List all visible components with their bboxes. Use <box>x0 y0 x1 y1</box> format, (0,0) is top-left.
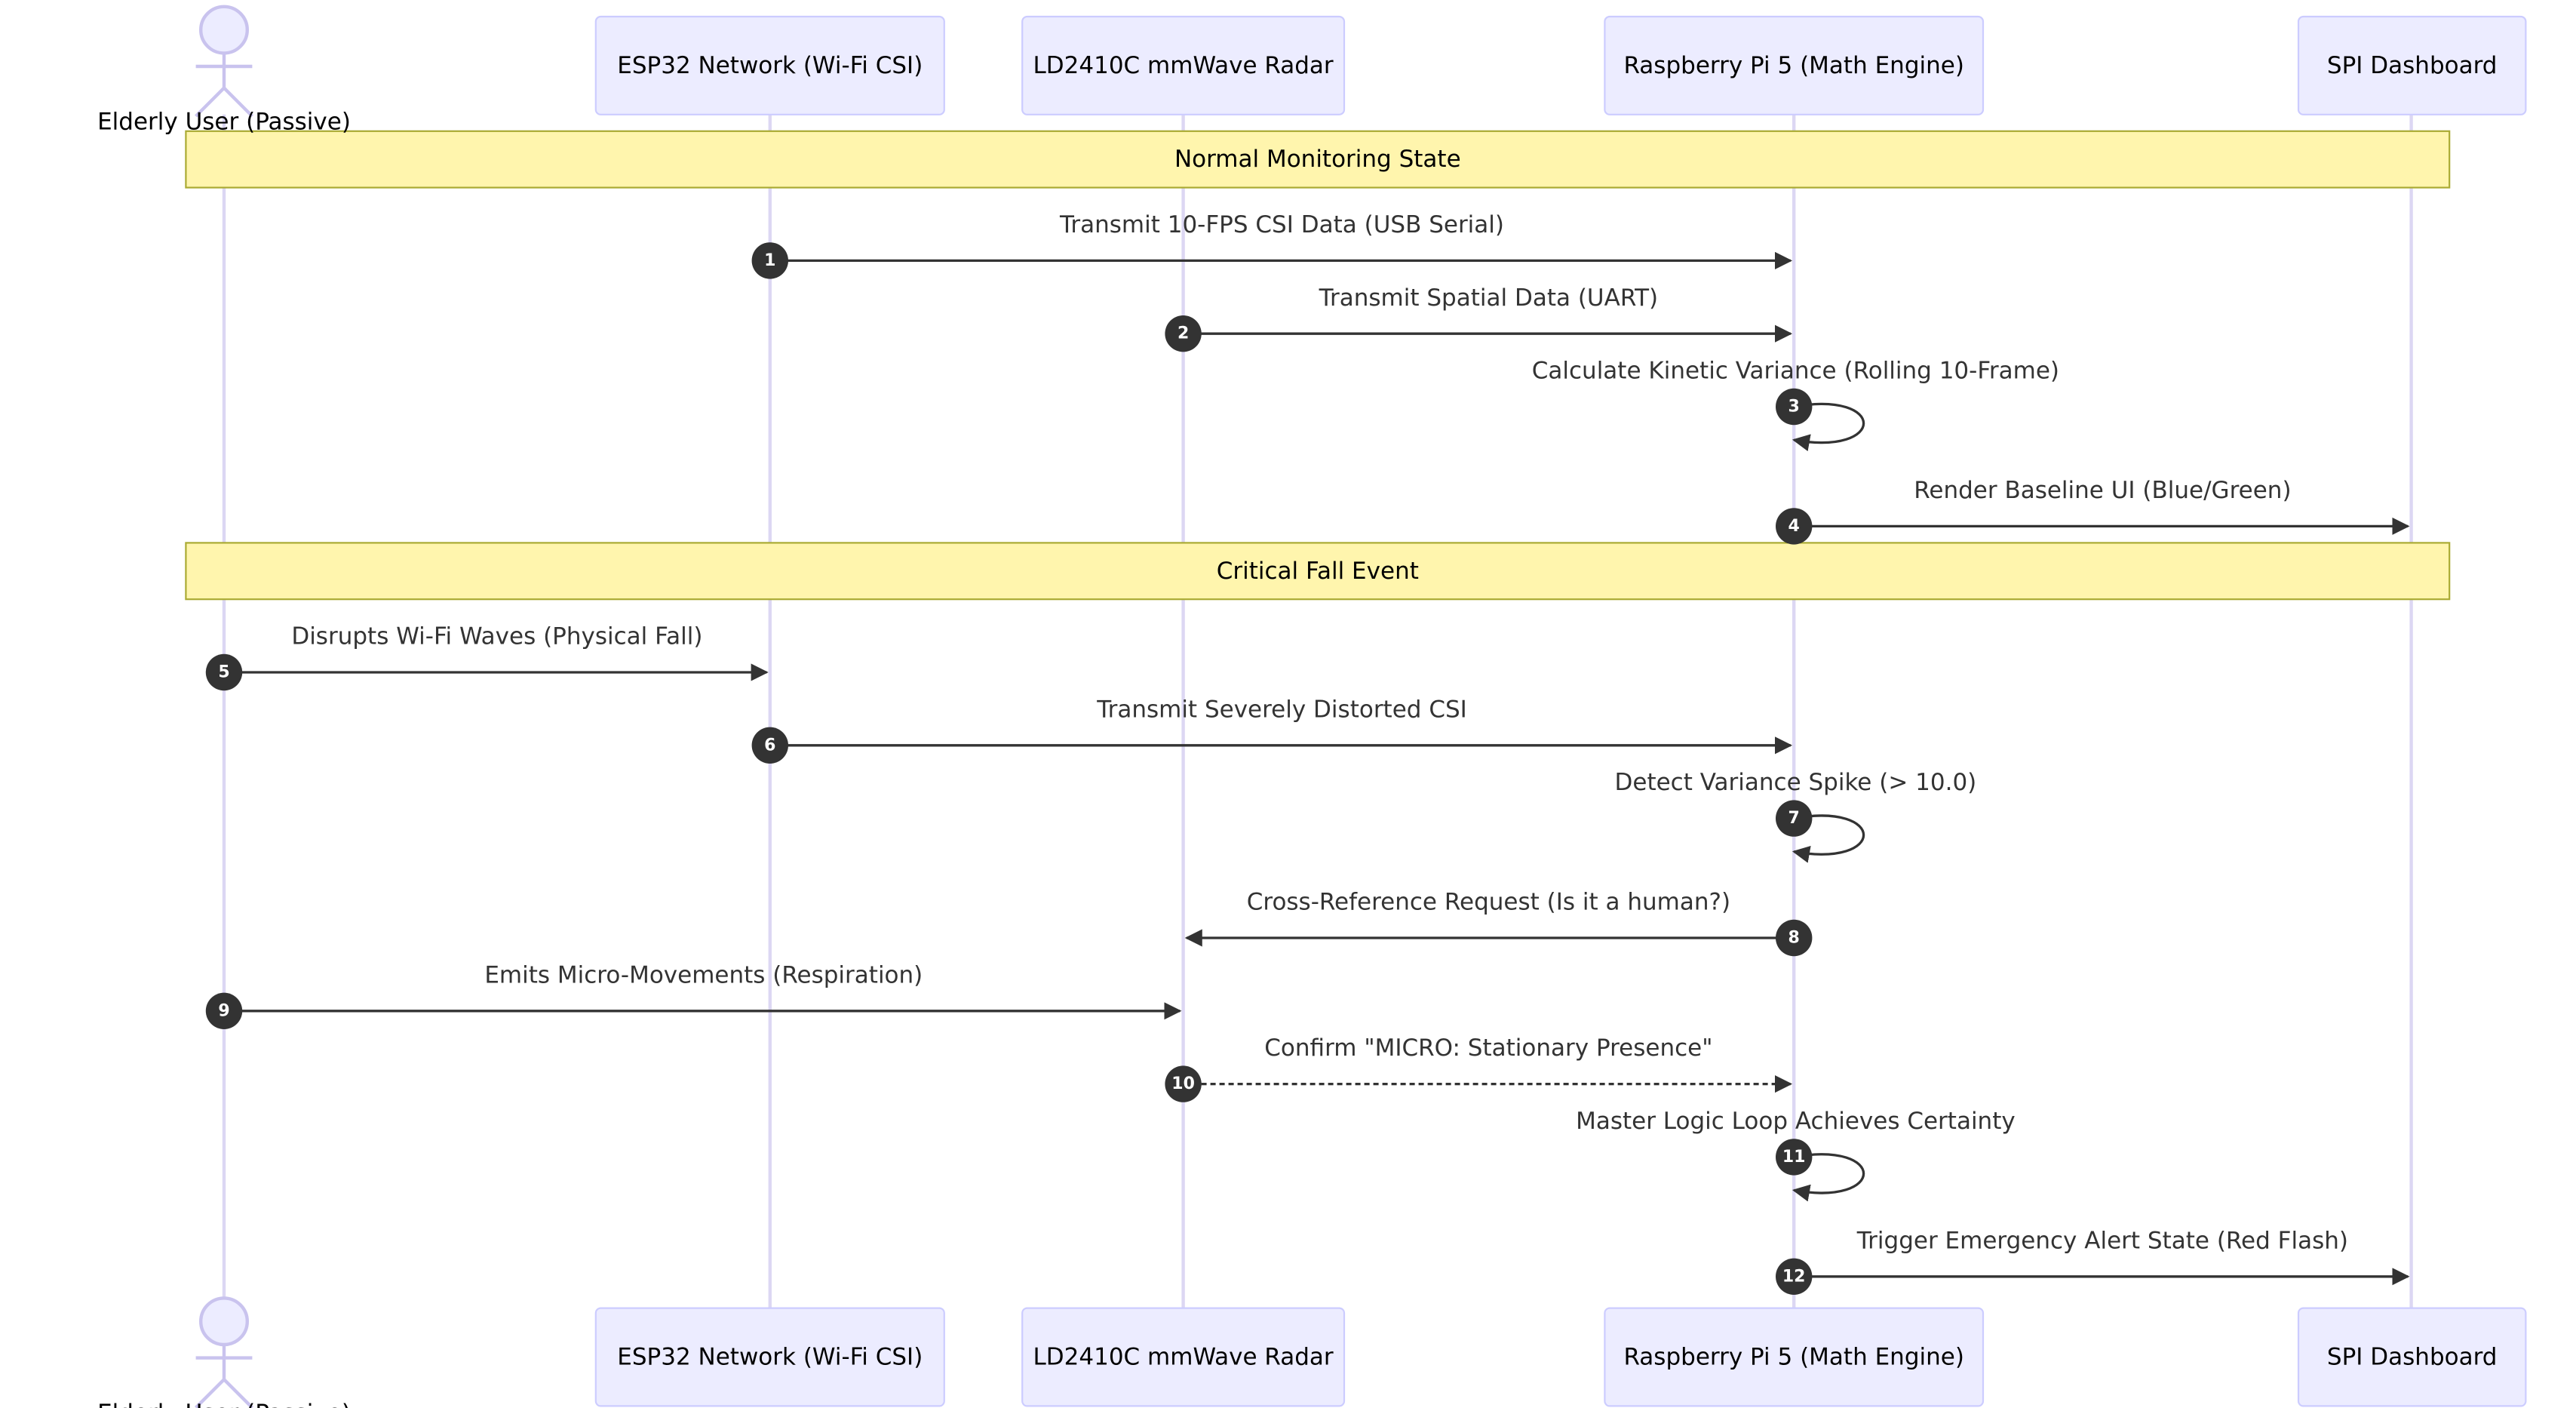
sequence-number: 6 <box>764 736 775 755</box>
sequence-badge <box>1776 388 1813 426</box>
message-7: Detect Variance Spike (> 10.0) 7 <box>1615 769 1977 863</box>
participant-label: Raspberry Pi 5 (Math Engine) <box>1623 52 1963 79</box>
participant-box <box>1604 1307 1985 1407</box>
sequence-number: 10 <box>1171 1074 1195 1093</box>
participant-box <box>2297 15 2527 115</box>
message-label: Transmit 10-FPS CSI Data (USB Serial) <box>1059 211 1504 238</box>
actor-head <box>199 5 250 55</box>
sequence-number: 3 <box>1788 398 1800 417</box>
message-6: Transmit Severely Distorted CSI 6 <box>751 696 1793 764</box>
sequence-number: 9 <box>218 1001 229 1020</box>
message-label: Transmit Severely Distorted CSI <box>1096 696 1467 723</box>
message-label: Detect Variance Spike (> 10.0) <box>1615 769 1977 796</box>
message-label: Transmit Spatial Data (UART) <box>1319 284 1659 312</box>
participant-pi-bottom: Raspberry Pi 5 (Math Engine) <box>1604 1307 1985 1407</box>
sequence-badge <box>1776 508 1813 545</box>
message-label: Calculate Kinetic Variance (Rolling 10-F… <box>1532 358 2059 385</box>
sequence-badge <box>751 727 788 764</box>
sequence-badge <box>205 992 243 1030</box>
sequence-badge <box>1165 1065 1202 1102</box>
participant-box <box>1021 15 1346 115</box>
participant-user-bottom: Elderly User (Passive) <box>97 1296 351 1408</box>
lifelines-layer <box>222 114 2413 1308</box>
actor-label: Elderly User (Passive) <box>97 109 351 136</box>
participant-box <box>1604 15 1985 115</box>
sequence-badge <box>751 242 788 279</box>
message-label: Emits Micro-Movements (Respiration) <box>484 961 923 988</box>
sequence-number: 1 <box>764 251 775 270</box>
message-arrow <box>1792 1153 1865 1202</box>
note-box <box>185 130 2451 189</box>
note-box <box>185 542 2451 601</box>
participants-layer: Elderly User (Passive) ESP32 Network (Wi-… <box>97 5 2527 1408</box>
participant-dash-bottom: SPI Dashboard <box>2297 1307 2527 1407</box>
message-label: Disrupts Wi-Fi Waves (Physical Fall) <box>291 623 702 650</box>
message-label: Trigger Emergency Alert State (Red Flash… <box>1856 1227 2348 1254</box>
participant-box <box>2297 1307 2527 1407</box>
participant-esp32-top: ESP32 Network (Wi-Fi CSI) <box>594 15 945 115</box>
participant-label: ESP32 Network (Wi-Fi CSI) <box>617 52 923 79</box>
message-8: Cross-Reference Request (Is it a human?)… <box>1184 889 1813 957</box>
actor-leg-right <box>223 1378 253 1408</box>
message-9: Emits Micro-Movements (Respiration) 9 <box>205 961 1182 1030</box>
note-1: Normal Monitoring State <box>185 130 2451 189</box>
participant-label: SPI Dashboard <box>2327 52 2498 79</box>
sequence-badge <box>1776 1139 1813 1176</box>
messages-layer: Transmit 10-FPS CSI Data (USB Serial)1Tr… <box>205 211 2410 1296</box>
participant-label: SPI Dashboard <box>2327 1344 2498 1371</box>
sequence-number: 12 <box>1782 1267 1806 1286</box>
sequence-number: 2 <box>1177 324 1189 343</box>
participant-user-top: Elderly User (Passive) <box>97 5 351 136</box>
sequence-number: 5 <box>218 663 229 682</box>
actor-leg-left <box>195 1378 226 1408</box>
message-5: Disrupts Wi-Fi Waves (Physical Fall) 5 <box>205 623 769 691</box>
participant-esp32-bottom: ESP32 Network (Wi-Fi CSI) <box>594 1307 945 1407</box>
note-text: Critical Fall Event <box>1217 558 1419 585</box>
message-2: Transmit Spatial Data (UART) 2 <box>1165 284 1793 352</box>
sequence-number: 11 <box>1782 1148 1806 1167</box>
message-11: Master Logic Loop Achieves Certainty 11 <box>1576 1108 2016 1202</box>
participant-radar-bottom: LD2410C mmWave Radar <box>1021 1307 1346 1407</box>
sequence-number: 4 <box>1788 517 1800 536</box>
message-label: Cross-Reference Request (Is it a human?) <box>1247 889 1730 916</box>
participant-radar-top: LD2410C mmWave Radar <box>1021 15 1346 115</box>
participant-label: ESP32 Network (Wi-Fi CSI) <box>617 1344 923 1371</box>
actor-leg-right <box>223 87 253 118</box>
participant-pi-top: Raspberry Pi 5 (Math Engine) <box>1604 15 1985 115</box>
sequence-number: 8 <box>1788 929 1800 948</box>
message-label: Confirm "MICRO: Stationary Presence" <box>1264 1034 1712 1062</box>
participant-dash-top: SPI Dashboard <box>2297 15 2527 115</box>
message-label: Master Logic Loop Achieves Certainty <box>1576 1108 2016 1135</box>
note-2: Critical Fall Event <box>185 542 2451 601</box>
note-text: Normal Monitoring State <box>1174 146 1461 173</box>
message-arrow <box>1792 814 1865 863</box>
message-3: Calculate Kinetic Variance (Rolling 10-F… <box>1532 358 2059 452</box>
message-12: Trigger Emergency Alert State (Red Flash… <box>1776 1227 2410 1296</box>
participant-box <box>594 15 945 115</box>
participant-label: Raspberry Pi 5 (Math Engine) <box>1623 1344 1963 1371</box>
sequence-number: 7 <box>1788 809 1800 828</box>
message-arrow <box>1792 402 1865 452</box>
actor-label: Elderly User (Passive) <box>97 1400 351 1408</box>
participant-label: LD2410C mmWave Radar <box>1033 52 1334 79</box>
sequence-badge <box>205 653 243 691</box>
participant-box <box>1021 1307 1346 1407</box>
sequence-badge <box>1776 1258 1813 1296</box>
actor-head <box>199 1296 250 1347</box>
sequence-badge <box>1776 800 1813 837</box>
message-4: Render Baseline UI (Blue/Green) 4 <box>1776 477 2410 545</box>
participant-box <box>594 1307 945 1407</box>
actor-leg-left <box>195 87 226 118</box>
sequence-badge <box>1776 919 1813 957</box>
message-10: Confirm "MICRO: Stationary Presence" 10 <box>1165 1034 1793 1102</box>
sequence-badge <box>1165 315 1202 352</box>
participant-label: LD2410C mmWave Radar <box>1033 1344 1334 1371</box>
message-1: Transmit 10-FPS CSI Data (USB Serial) 1 <box>751 211 1793 279</box>
message-label: Render Baseline UI (Blue/Green) <box>1914 477 2291 504</box>
